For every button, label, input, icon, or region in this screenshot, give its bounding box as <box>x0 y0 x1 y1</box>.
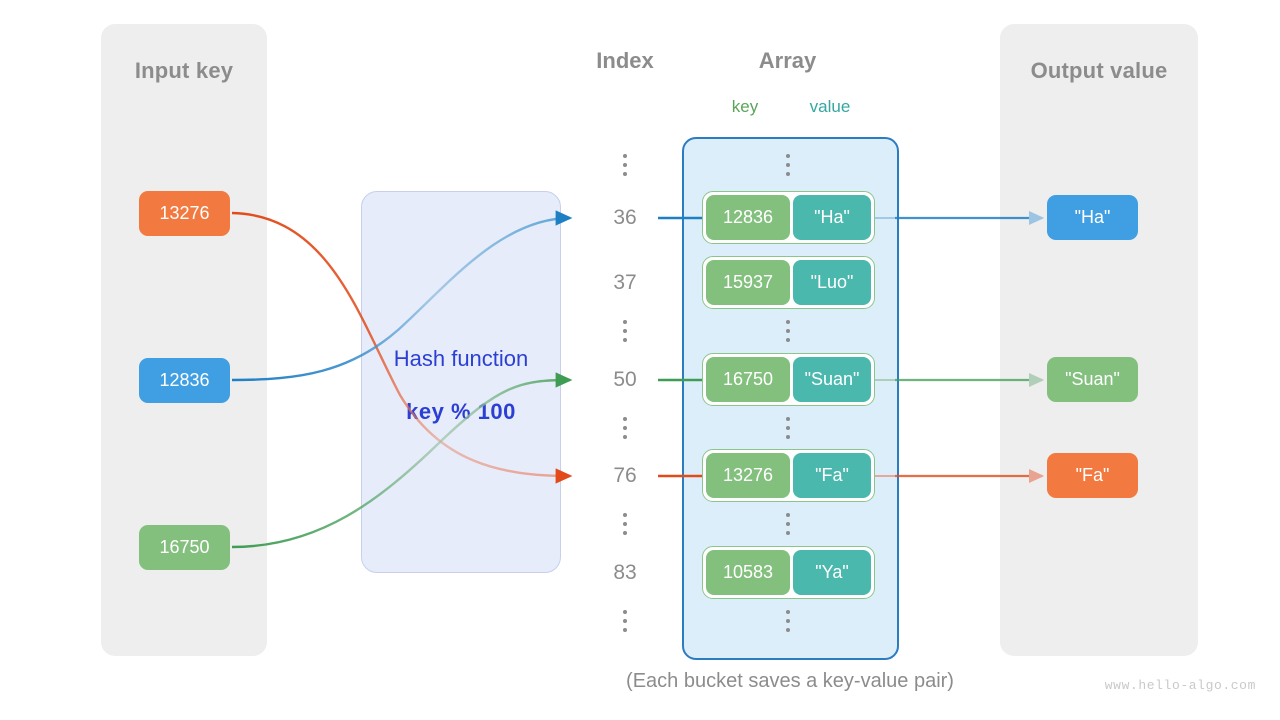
output-value-chip-suan[interactable]: "Suan" <box>1047 357 1138 402</box>
input-key-chip-16750[interactable]: 16750 <box>139 525 230 570</box>
array-column-heading: Array <box>758 48 817 73</box>
index-ellipsis-icon <box>618 610 632 632</box>
bucket-value: "Luo" <box>793 260 871 305</box>
index-label-83: 83 <box>613 561 637 584</box>
index-ellipsis-icon <box>618 320 632 342</box>
index-ellipsis-icon <box>618 154 632 176</box>
bucket-key: 16750 <box>706 357 790 402</box>
value-sub-heading: value <box>809 97 851 116</box>
output-panel-title: Output value <box>1030 58 1168 83</box>
bucket-key: 13276 <box>706 453 790 498</box>
array-ellipsis-icon <box>781 320 795 342</box>
array-ellipsis-icon <box>781 417 795 439</box>
index-label-50: 50 <box>613 368 637 391</box>
bucket-row[interactable]: 15937 "Luo" <box>702 256 875 309</box>
output-value-panel: Output value <box>1000 24 1198 656</box>
hash-function-box: Hash function key % 100 <box>361 191 561 573</box>
index-label-37: 37 <box>613 271 637 294</box>
hash-function-label: Hash function <box>393 346 529 371</box>
bucket-row[interactable]: 10583 "Ya" <box>702 546 875 599</box>
bucket-row[interactable]: 16750 "Suan" <box>702 353 875 406</box>
hash-function-formula: key % 100 <box>406 399 516 424</box>
input-key-chip-13276[interactable]: 13276 <box>139 191 230 236</box>
array-ellipsis-icon <box>781 154 795 176</box>
bucket-value: "Ha" <box>793 195 871 240</box>
output-value-chip-ha[interactable]: "Ha" <box>1047 195 1138 240</box>
bucket-value: "Ya" <box>793 550 871 595</box>
key-sub-heading: key <box>731 97 759 116</box>
bucket-key: 10583 <box>706 550 790 595</box>
bucket-value: "Fa" <box>793 453 871 498</box>
output-value-chip-fa[interactable]: "Fa" <box>1047 453 1138 498</box>
index-label-36: 36 <box>613 206 637 229</box>
array-ellipsis-icon <box>781 610 795 632</box>
site-watermark: www.hello-algo.com <box>1104 678 1256 693</box>
index-label-76: 76 <box>613 464 637 487</box>
index-ellipsis-icon <box>618 513 632 535</box>
bucket-key: 15937 <box>706 260 790 305</box>
input-key-chip-12836[interactable]: 12836 <box>139 358 230 403</box>
bucket-row[interactable]: 13276 "Fa" <box>702 449 875 502</box>
diagram-caption: (Each bucket saves a key-value pair) <box>626 670 954 692</box>
index-ellipsis-icon <box>618 417 632 439</box>
array-ellipsis-icon <box>781 513 795 535</box>
bucket-value: "Suan" <box>793 357 871 402</box>
index-column-heading: Index <box>596 48 654 73</box>
bucket-row[interactable]: 12836 "Ha" <box>702 191 875 244</box>
bucket-key: 12836 <box>706 195 790 240</box>
input-panel-title: Input key <box>134 58 234 83</box>
